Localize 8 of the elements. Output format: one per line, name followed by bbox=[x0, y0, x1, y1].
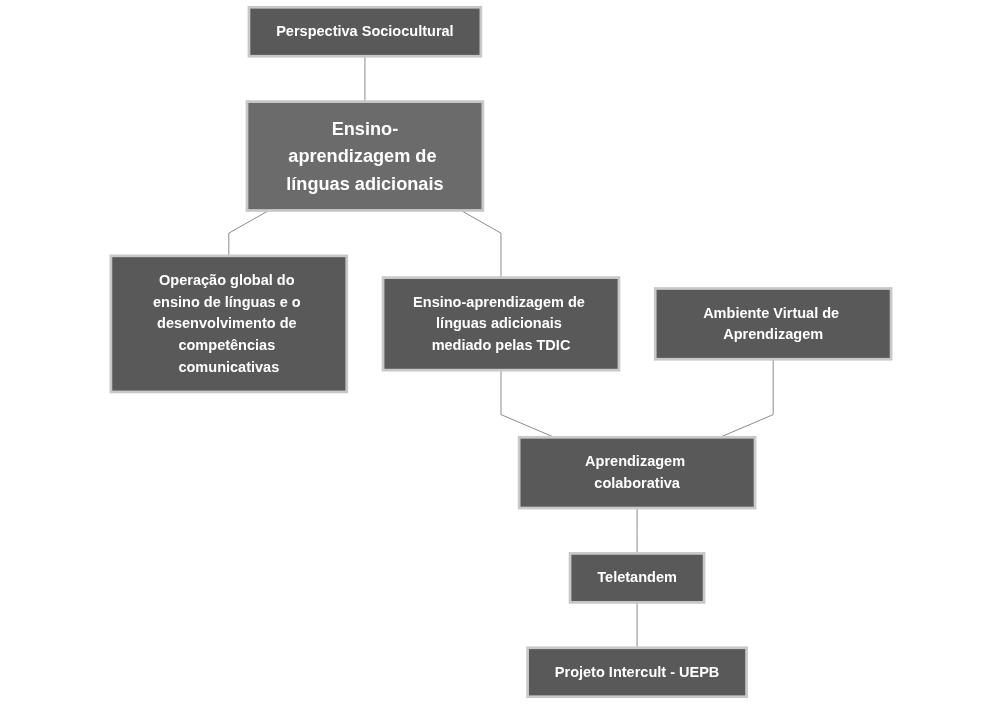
node-box: Projeto Intercult - UEPB bbox=[525, 646, 748, 699]
node-box: Ensino-aprendizagem de línguas adicionais bbox=[245, 100, 484, 212]
node-box: Operação global do ensino de línguas e o desenvolvimento de competências comunicativas bbox=[109, 254, 348, 394]
node-box: Ambiente Virtual de Aprendizagem bbox=[653, 287, 892, 361]
node-box: Perspectiva Sociocultural bbox=[247, 5, 482, 58]
node-box: Ensino-aprendizagem de línguas adicionais mediado pelas TDIC bbox=[381, 276, 620, 372]
node-box: Aprendizagem colaborativa bbox=[517, 435, 756, 510]
node-box: Teletandem bbox=[568, 552, 705, 604]
